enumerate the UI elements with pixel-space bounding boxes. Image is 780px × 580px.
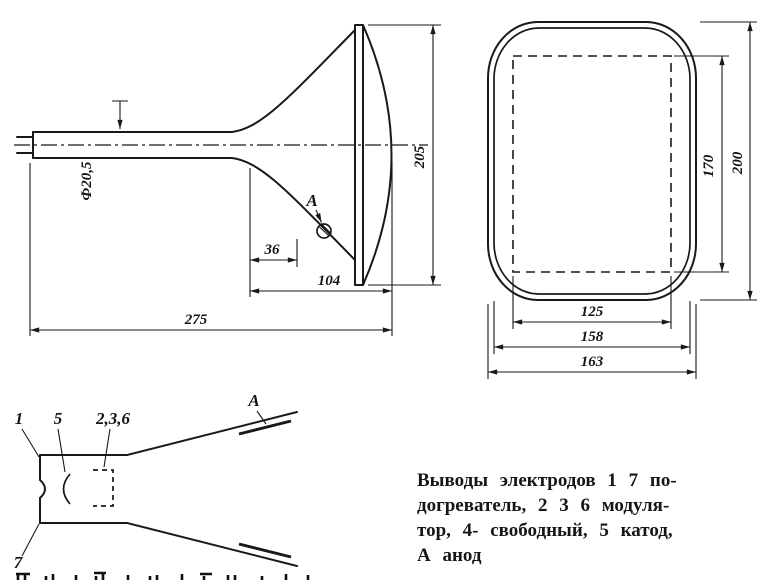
modulator-symbol xyxy=(93,469,114,507)
side-anode-label: А xyxy=(305,191,317,210)
dim-neck-diameter: Ф20,5 xyxy=(79,161,95,201)
caption-line-3: тор, 4- свободный, 5 катод, xyxy=(417,520,673,541)
anode-coating-bottom xyxy=(238,542,292,559)
base-pins xyxy=(16,136,34,154)
leader-pin-1 xyxy=(21,428,40,458)
pin-1-label: 1 xyxy=(15,409,24,428)
caption-line-4: А анод xyxy=(417,545,482,566)
dim-cone-length: 104 xyxy=(318,273,341,289)
screen-inner-outline xyxy=(493,27,691,295)
leader-pin-7 xyxy=(21,523,40,557)
pinout-neck-outline xyxy=(39,454,128,524)
extension-lines-163 xyxy=(487,304,697,379)
dim-outer-width: 163 xyxy=(581,354,604,370)
dim-screen-height: 205 xyxy=(412,145,428,169)
caption-line-1: Выводы электродов 1 7 по- xyxy=(417,470,677,491)
exhaust-tip-arc xyxy=(39,479,46,499)
leader-pin-5 xyxy=(57,428,66,473)
print-fragment-marks xyxy=(16,571,310,580)
dim-mid-width: 158 xyxy=(581,329,604,345)
pin-7-label: 7 xyxy=(14,553,24,572)
dim-outer-height: 200 xyxy=(730,151,746,175)
dim-anode-offset: 36 xyxy=(264,242,281,258)
extension-lines-170 xyxy=(674,55,729,273)
cathode-symbol xyxy=(62,473,71,505)
pin-5-label: 5 xyxy=(54,409,63,428)
extension-lines-screen-height xyxy=(368,24,441,286)
pinout-funnel-bottom-edge xyxy=(126,522,298,567)
screen-face xyxy=(362,24,393,286)
neck-tube xyxy=(32,131,233,159)
anode-button xyxy=(316,223,332,239)
funnel-bottom-edge xyxy=(231,157,356,261)
electrode-caption: Выводы электродов 1 7 по- догреватель, 2… xyxy=(417,468,772,568)
leader-pins-236 xyxy=(103,428,111,468)
anode-leader-line xyxy=(315,209,323,223)
dim-inner-height: 170 xyxy=(701,154,717,177)
anode-button-hatch xyxy=(319,223,331,237)
dim-overall-length: 275 xyxy=(184,312,208,328)
side-view-drawing: А Ф20,5 36 104 275 205 xyxy=(14,24,441,336)
front-view-drawing: 170 200 125 158 163 xyxy=(487,21,757,379)
caption-line-2: догреватель, 2 3 6 модуля- xyxy=(417,495,670,516)
neck-diameter-arrow xyxy=(112,100,128,129)
useful-screen-dashed-outline xyxy=(512,55,672,273)
pinout-funnel-top-edge xyxy=(126,411,298,456)
screen-rim xyxy=(354,24,364,286)
leader-anode xyxy=(256,410,267,425)
funnel-top-edge xyxy=(231,29,356,133)
screen-outer-outline xyxy=(487,21,697,301)
anode-coating-top xyxy=(238,419,292,436)
pinout-anode-label: А xyxy=(247,391,259,410)
pins-236-label: 2,3,6 xyxy=(95,409,131,428)
extension-lines-125 xyxy=(512,276,672,329)
pinout-diagram: 1 5 2,3,6 А 7 xyxy=(14,391,298,572)
cropped-print-fragments xyxy=(16,571,310,580)
dim-inner-width: 125 xyxy=(581,304,604,320)
